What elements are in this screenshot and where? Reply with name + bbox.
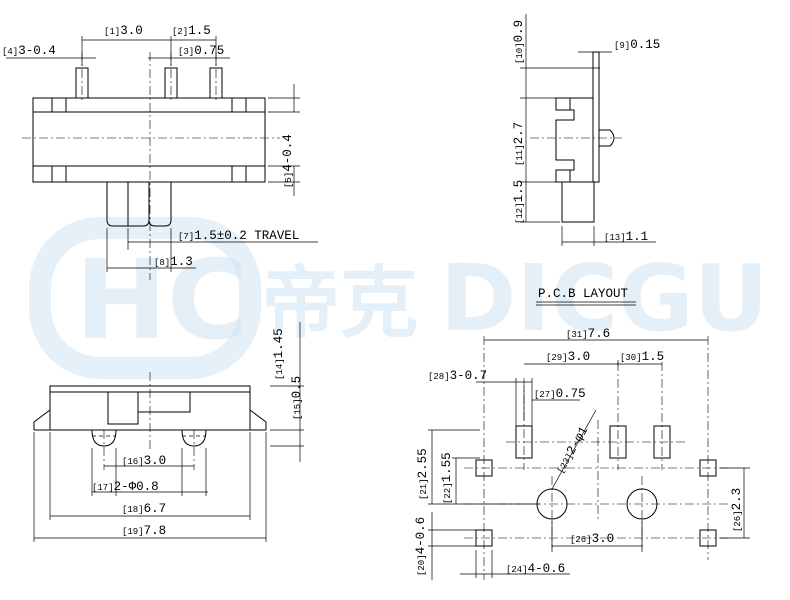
top-view: [6, 36, 318, 280]
dim-7: [7]1.5±0.2 TRAVEL: [178, 229, 299, 243]
dim-29: [29]3.0: [546, 350, 590, 364]
dim-21: [21]2.55: [416, 448, 430, 500]
dim-1: [1]3.0: [104, 24, 143, 38]
watermark-chinese: 帝克: [262, 259, 418, 349]
dim-28: [28]3-0.7: [428, 369, 487, 383]
dim-14: [14]1.45: [272, 328, 286, 380]
dim-10: [10]0.9: [512, 20, 526, 64]
dim-18: [18]6.7: [122, 502, 166, 516]
dim-26: [26]3.0: [570, 532, 614, 546]
dim-20: [20]4-0.6: [414, 517, 428, 576]
dim-16: [16]3.0: [122, 454, 166, 468]
dim-2: [2]1.5: [172, 24, 211, 38]
top-view-dims: [1]3.0 [2]1.5 [3]0.75 [4]3-0.4 [5]4-0.4 …: [2, 24, 299, 269]
pcb-layout: P.C.B LAYOUT: [428, 287, 750, 580]
watermark-latin: DICGU: [440, 245, 768, 352]
dim-31: [31]7.6: [566, 327, 610, 341]
dim-12: [12]1.5: [512, 180, 526, 224]
dim-9: [9]0.15: [614, 38, 660, 52]
dim-15: [15]0.5: [290, 376, 304, 420]
dim-11: [11]2.7: [512, 122, 526, 166]
watermark-logo-letters: HC: [75, 236, 248, 364]
front-view-dims: [14]1.45 [15]0.5 [16]3.0 [17]2-Φ0.8 [18]…: [92, 328, 304, 538]
dim-30: [30]1.5: [620, 350, 664, 364]
dim-8: [8]1.3: [154, 255, 193, 269]
dim-19: [19]7.8: [122, 524, 166, 538]
front-view: [33, 322, 304, 542]
dim-26b: [26]2.3: [730, 488, 744, 532]
dim-27: [27]0.75: [534, 387, 586, 401]
dim-24: [24]4-0.6: [506, 562, 565, 576]
watermark: HC 帝克 DICGU: [29, 217, 768, 379]
pcb-title: P.C.B LAYOUT: [538, 287, 629, 301]
side-view-dims: [9]0.15 [10]0.9 [11]2.7 [12]1.5 [13]1.1: [512, 20, 660, 244]
dim-5: [5]4-0.4: [281, 134, 295, 188]
side-view: [520, 14, 656, 246]
dim-3: [3]0.75: [178, 44, 224, 58]
dim-13: [13]1.1: [604, 230, 648, 244]
watermark-logo-ring: [29, 217, 261, 379]
dim-22: [22]1.55: [440, 452, 454, 504]
dim-4: [4]3-0.4: [2, 44, 56, 58]
dim-17: [17]2-Φ0.8: [92, 480, 159, 494]
